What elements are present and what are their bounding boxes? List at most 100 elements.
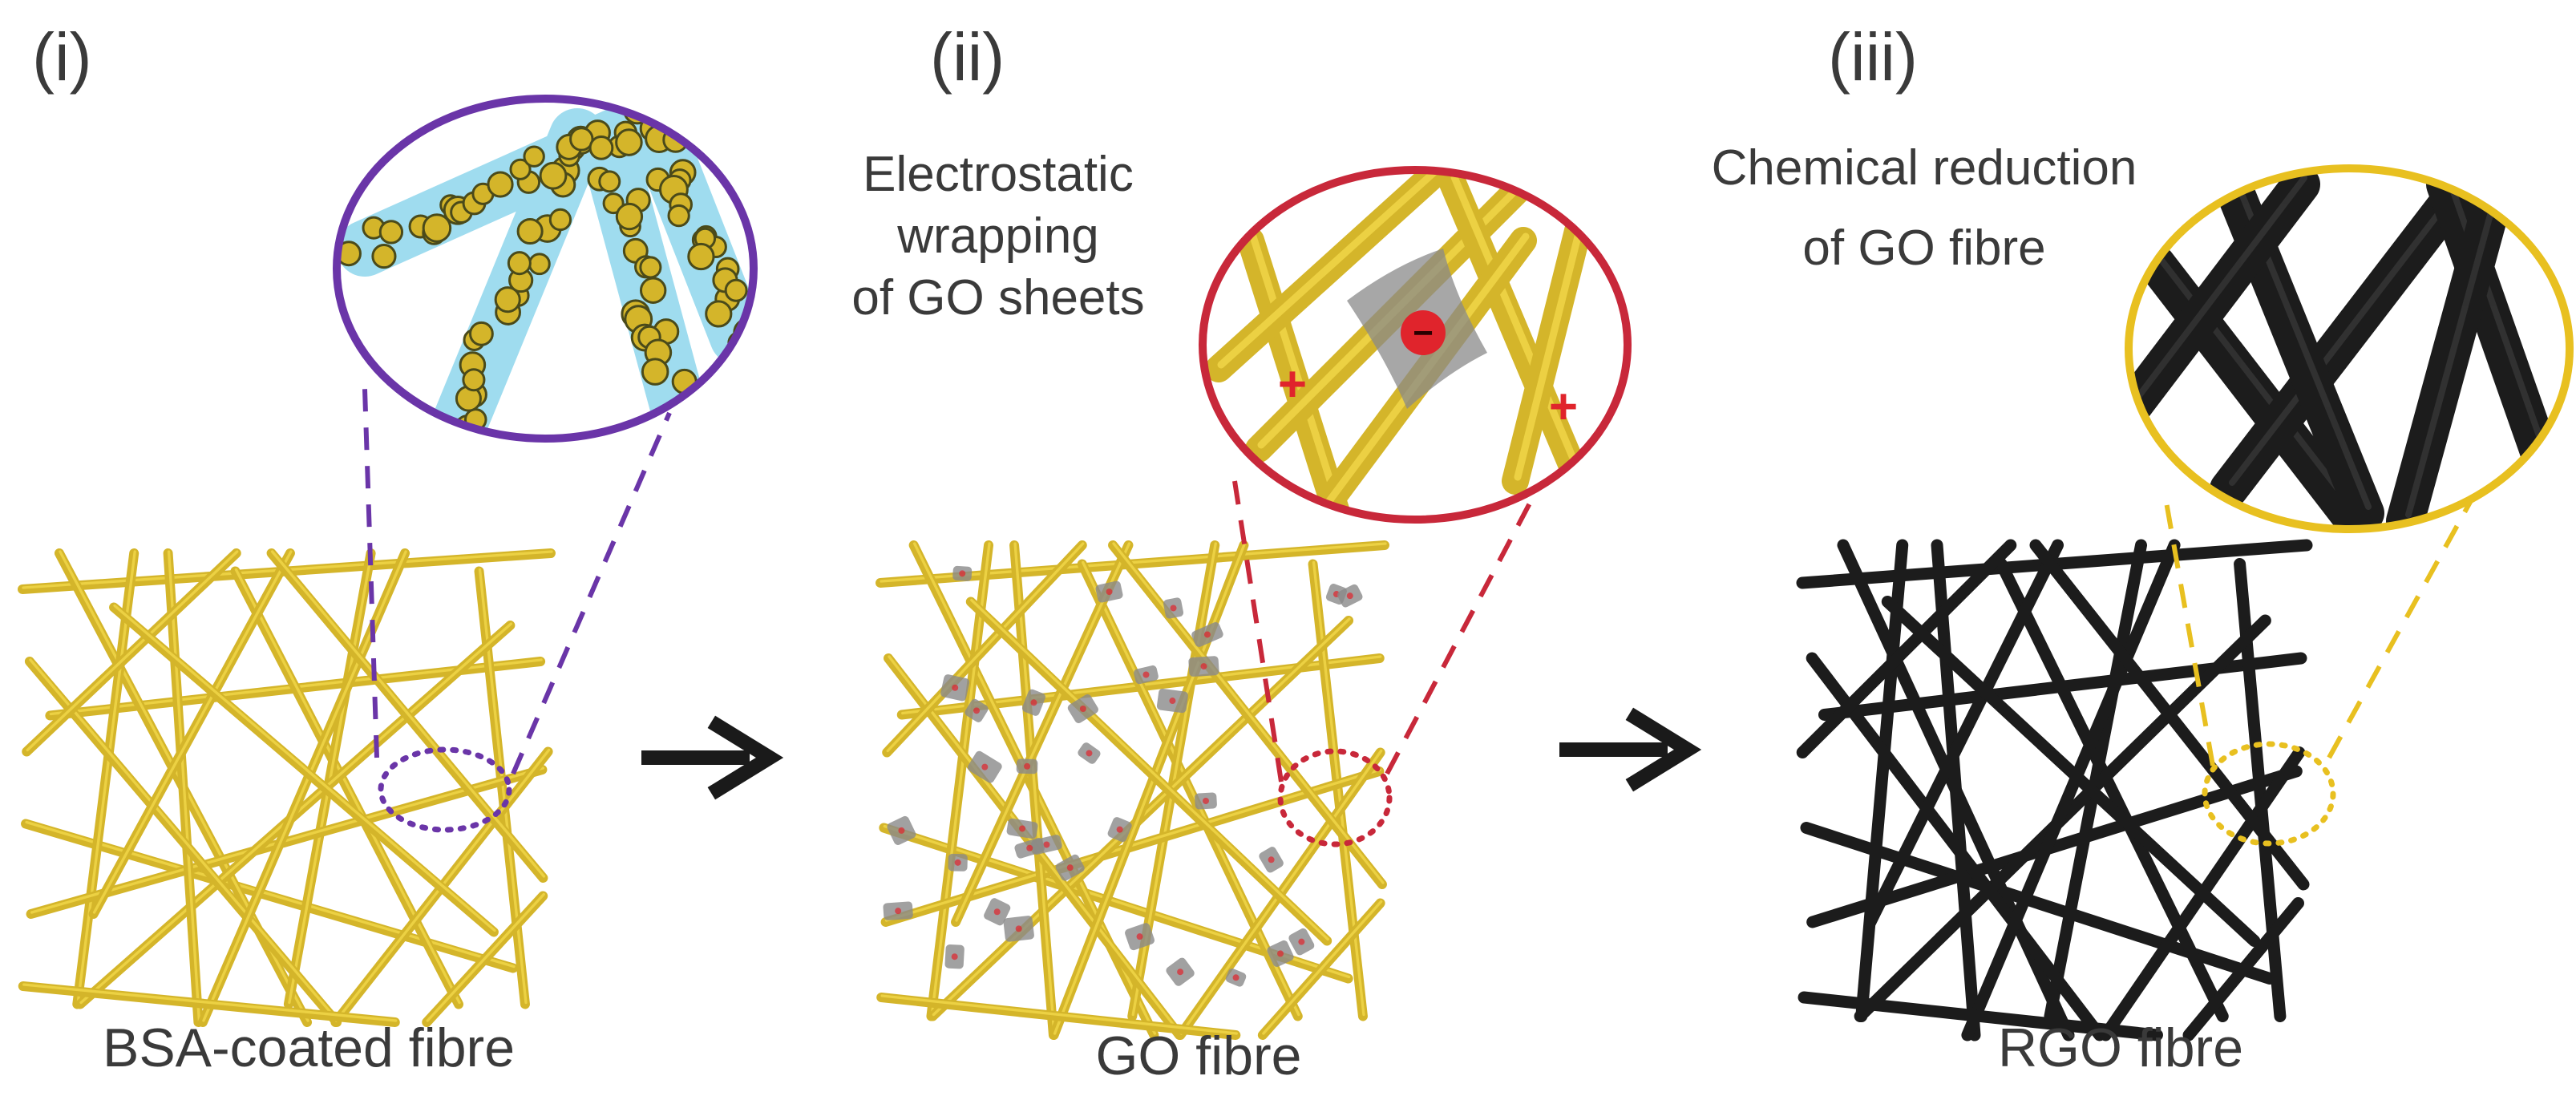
go-sheet-charge (1086, 750, 1093, 757)
fibre-strand (266, 548, 548, 883)
fibre-highlight (970, 598, 1329, 941)
go-sheet-charge (1116, 826, 1123, 833)
go-sheet-charge (1026, 844, 1033, 851)
positive-charge-symbol-right: + (1549, 379, 1578, 435)
step-3-numeral: (iii) (1828, 19, 1918, 95)
fibre-highlight (25, 820, 516, 969)
go-sheet-charge (954, 859, 961, 866)
step-2-numeral: (ii) (930, 19, 1005, 95)
step-2-leader-right (1385, 483, 1542, 775)
step-3-process-line-1: Chemical reduction (1712, 140, 2137, 196)
go-sheet-patches (883, 565, 1363, 987)
go-sheet-charge (1202, 797, 1209, 804)
step-2-caption: GO fibre (1096, 1025, 1302, 1086)
go-sheet-charge (1200, 663, 1207, 670)
step-1-magnified-view (333, 95, 758, 443)
positive-charge-symbol-left: + (1278, 357, 1307, 412)
bsa-coated-fibre-mat (18, 548, 556, 1027)
go-sheet-charge (973, 707, 981, 714)
step-3-magnified-view (2125, 164, 2574, 533)
go-sheet-charge (1079, 706, 1086, 713)
negative-charge-icon (1401, 310, 1446, 355)
fibre-strand (1855, 539, 1909, 1022)
fibre-highlight (930, 542, 991, 1017)
fibre-highlight (29, 658, 339, 1022)
go-sheet-charge (952, 684, 959, 691)
fibre-highlight (26, 550, 239, 752)
go-sheet-charge (1015, 925, 1022, 932)
fibre-highlight (76, 550, 136, 1005)
step-3-leader-left (2162, 492, 2215, 766)
go-sheet-charge (1136, 933, 1143, 940)
fibre-strand (1881, 596, 2261, 947)
go-sheet-charge (959, 570, 966, 577)
rgo-rod (2426, 168, 2569, 500)
step-3-leader-right (2327, 487, 2480, 759)
fibre-strand (876, 993, 1241, 1040)
fibre-strand (1108, 540, 1387, 889)
go-sheet-charge (1066, 864, 1074, 872)
go-sheet-charge (993, 908, 1001, 916)
bsa-cluster (516, 217, 544, 245)
bsa-cluster (681, 404, 708, 432)
bsa-cluster (681, 432, 704, 439)
fibre-highlight (886, 542, 1085, 753)
step-3-lens-ring (2125, 164, 2574, 533)
bsa-cluster (469, 321, 494, 346)
fibre-strand (18, 981, 400, 1027)
process-arrow-1 (641, 715, 784, 800)
go-sheet-charge (1346, 592, 1353, 600)
rgo-fibre-mat (1796, 539, 2313, 1041)
fibre-highlight (1262, 900, 1383, 1035)
go-fibre-mat (876, 540, 1389, 1040)
fibre-strand (1798, 991, 2163, 1041)
go-sheet-charge (898, 827, 905, 834)
rgo-rod-highlight (2129, 175, 2307, 414)
step-2-leader-left (1232, 480, 1284, 783)
bsa-cluster (639, 277, 667, 304)
fibre-strand (109, 602, 499, 937)
step-2-zoom-circle (1277, 748, 1393, 847)
fibre-strand (24, 657, 342, 1027)
go-sheet-charge (1043, 841, 1050, 848)
bsa-cluster (602, 192, 625, 215)
step-3-zoom-indicator (2162, 487, 2480, 847)
bsa-cluster (487, 171, 514, 198)
go-sheet-charge (1030, 699, 1037, 706)
bsa-cluster (724, 278, 748, 302)
step-2-lens-ring (1199, 166, 1632, 524)
fibre-highlight (202, 550, 407, 1022)
fibre-highlight (880, 994, 1238, 1035)
fibre-highlight (234, 568, 461, 1005)
process-arrow-2 (1559, 707, 1702, 792)
go-sheet-charge (1142, 671, 1150, 678)
fibre-strand (1864, 539, 2064, 928)
step-1-zoom-circle (378, 746, 512, 833)
bsa-cluster (539, 161, 568, 190)
go-sheet-charge (1298, 938, 1305, 945)
bsa-cluster (615, 128, 643, 156)
step-3-process-line-2: of GO fibre (1802, 220, 2045, 276)
go-sheet-charge (1170, 605, 1177, 612)
bsa-cluster (494, 286, 521, 313)
bsa-cluster (462, 368, 486, 392)
fibre-strand (1961, 539, 2181, 1041)
bsa-cluster (371, 244, 397, 269)
fibre-highlight (1013, 542, 1056, 1035)
bsa-cluster (569, 127, 594, 152)
bsa-cluster (588, 135, 614, 160)
fibre-highlight (955, 542, 1131, 922)
bsa-cluster (523, 145, 545, 168)
fibre-highlight (1053, 542, 1247, 1035)
fibre-strand (1995, 558, 2229, 1022)
bsa-cluster (639, 256, 662, 279)
fibre-strand (965, 597, 1332, 946)
fibre-highlight (113, 604, 496, 932)
fibre-highlight (1082, 560, 1300, 1017)
step-1-numeral: (i) (32, 19, 92, 95)
go-sheet-charge (1177, 969, 1184, 976)
step-2-magnified-view: − + + (1199, 166, 1632, 524)
step-2-process-line-2: wrapping (896, 208, 1099, 264)
step-1-zoom-indicator (362, 388, 672, 833)
